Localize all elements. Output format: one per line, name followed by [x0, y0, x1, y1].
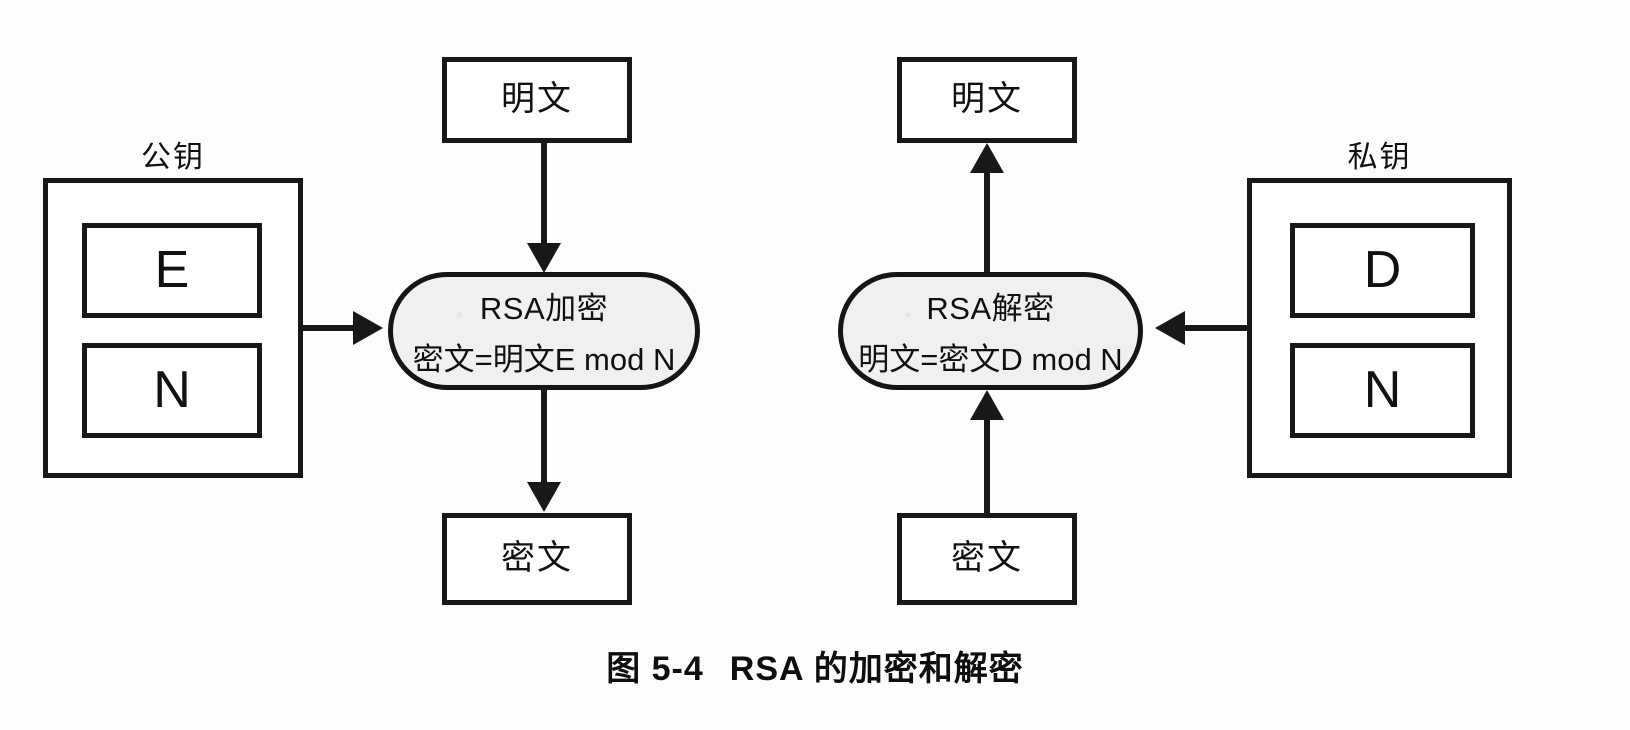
rsa-encrypt-formula: 密文=明文E mod N	[412, 342, 676, 377]
decrypt-ciphertext-box: 密文	[897, 513, 1077, 605]
decrypt-plaintext-arrowhead	[970, 143, 1004, 173]
decrypt-ciphertext-arrowhead	[970, 390, 1004, 420]
private-key-exponent-box: D	[1290, 223, 1475, 318]
rsa-encrypt-process: RSA加密 密文=明文E mod N	[388, 272, 700, 390]
rsa-encrypt-title: RSA加密	[479, 291, 609, 326]
decrypt-plaintext-box: 明文	[897, 57, 1077, 143]
figure-number: 图 5-4	[606, 650, 704, 688]
public-key-arrowhead	[353, 311, 383, 345]
public-key-label: 公钥	[141, 141, 205, 174]
figure-title: RSA 的加密和解密	[729, 650, 1024, 688]
rsa-decrypt-process: RSA解密 明文=密文D mod N	[838, 272, 1143, 390]
rsa-decrypt-title: RSA解密	[926, 291, 1055, 326]
decrypt-plaintext-connector	[984, 170, 990, 272]
private-key-modulus-box: N	[1290, 343, 1475, 438]
encrypt-ciphertext-connector	[541, 390, 547, 485]
private-key-label: 私钥	[1347, 141, 1412, 174]
encrypt-ciphertext-arrowhead	[527, 482, 561, 512]
encrypt-plaintext-arrowhead	[527, 243, 561, 273]
public-key-modulus-box: N	[82, 343, 262, 438]
private-key-arrowhead	[1155, 311, 1185, 345]
public-key-container: E N	[43, 178, 303, 478]
decrypt-ciphertext-connector	[984, 417, 990, 513]
figure-caption: 图 5-4 RSA 的加密和解密	[0, 641, 1630, 690]
public-key-exponent-box: E	[82, 223, 262, 318]
encrypt-plaintext-connector	[541, 143, 547, 247]
private-key-container: D N	[1247, 178, 1512, 478]
public-key-connector	[303, 325, 359, 331]
rsa-decrypt-formula: 明文=密文D mod N	[858, 342, 1123, 377]
encrypt-plaintext-box: 明文	[442, 57, 632, 143]
encrypt-ciphertext-box: 密文	[442, 513, 632, 605]
private-key-connector	[1185, 325, 1247, 331]
